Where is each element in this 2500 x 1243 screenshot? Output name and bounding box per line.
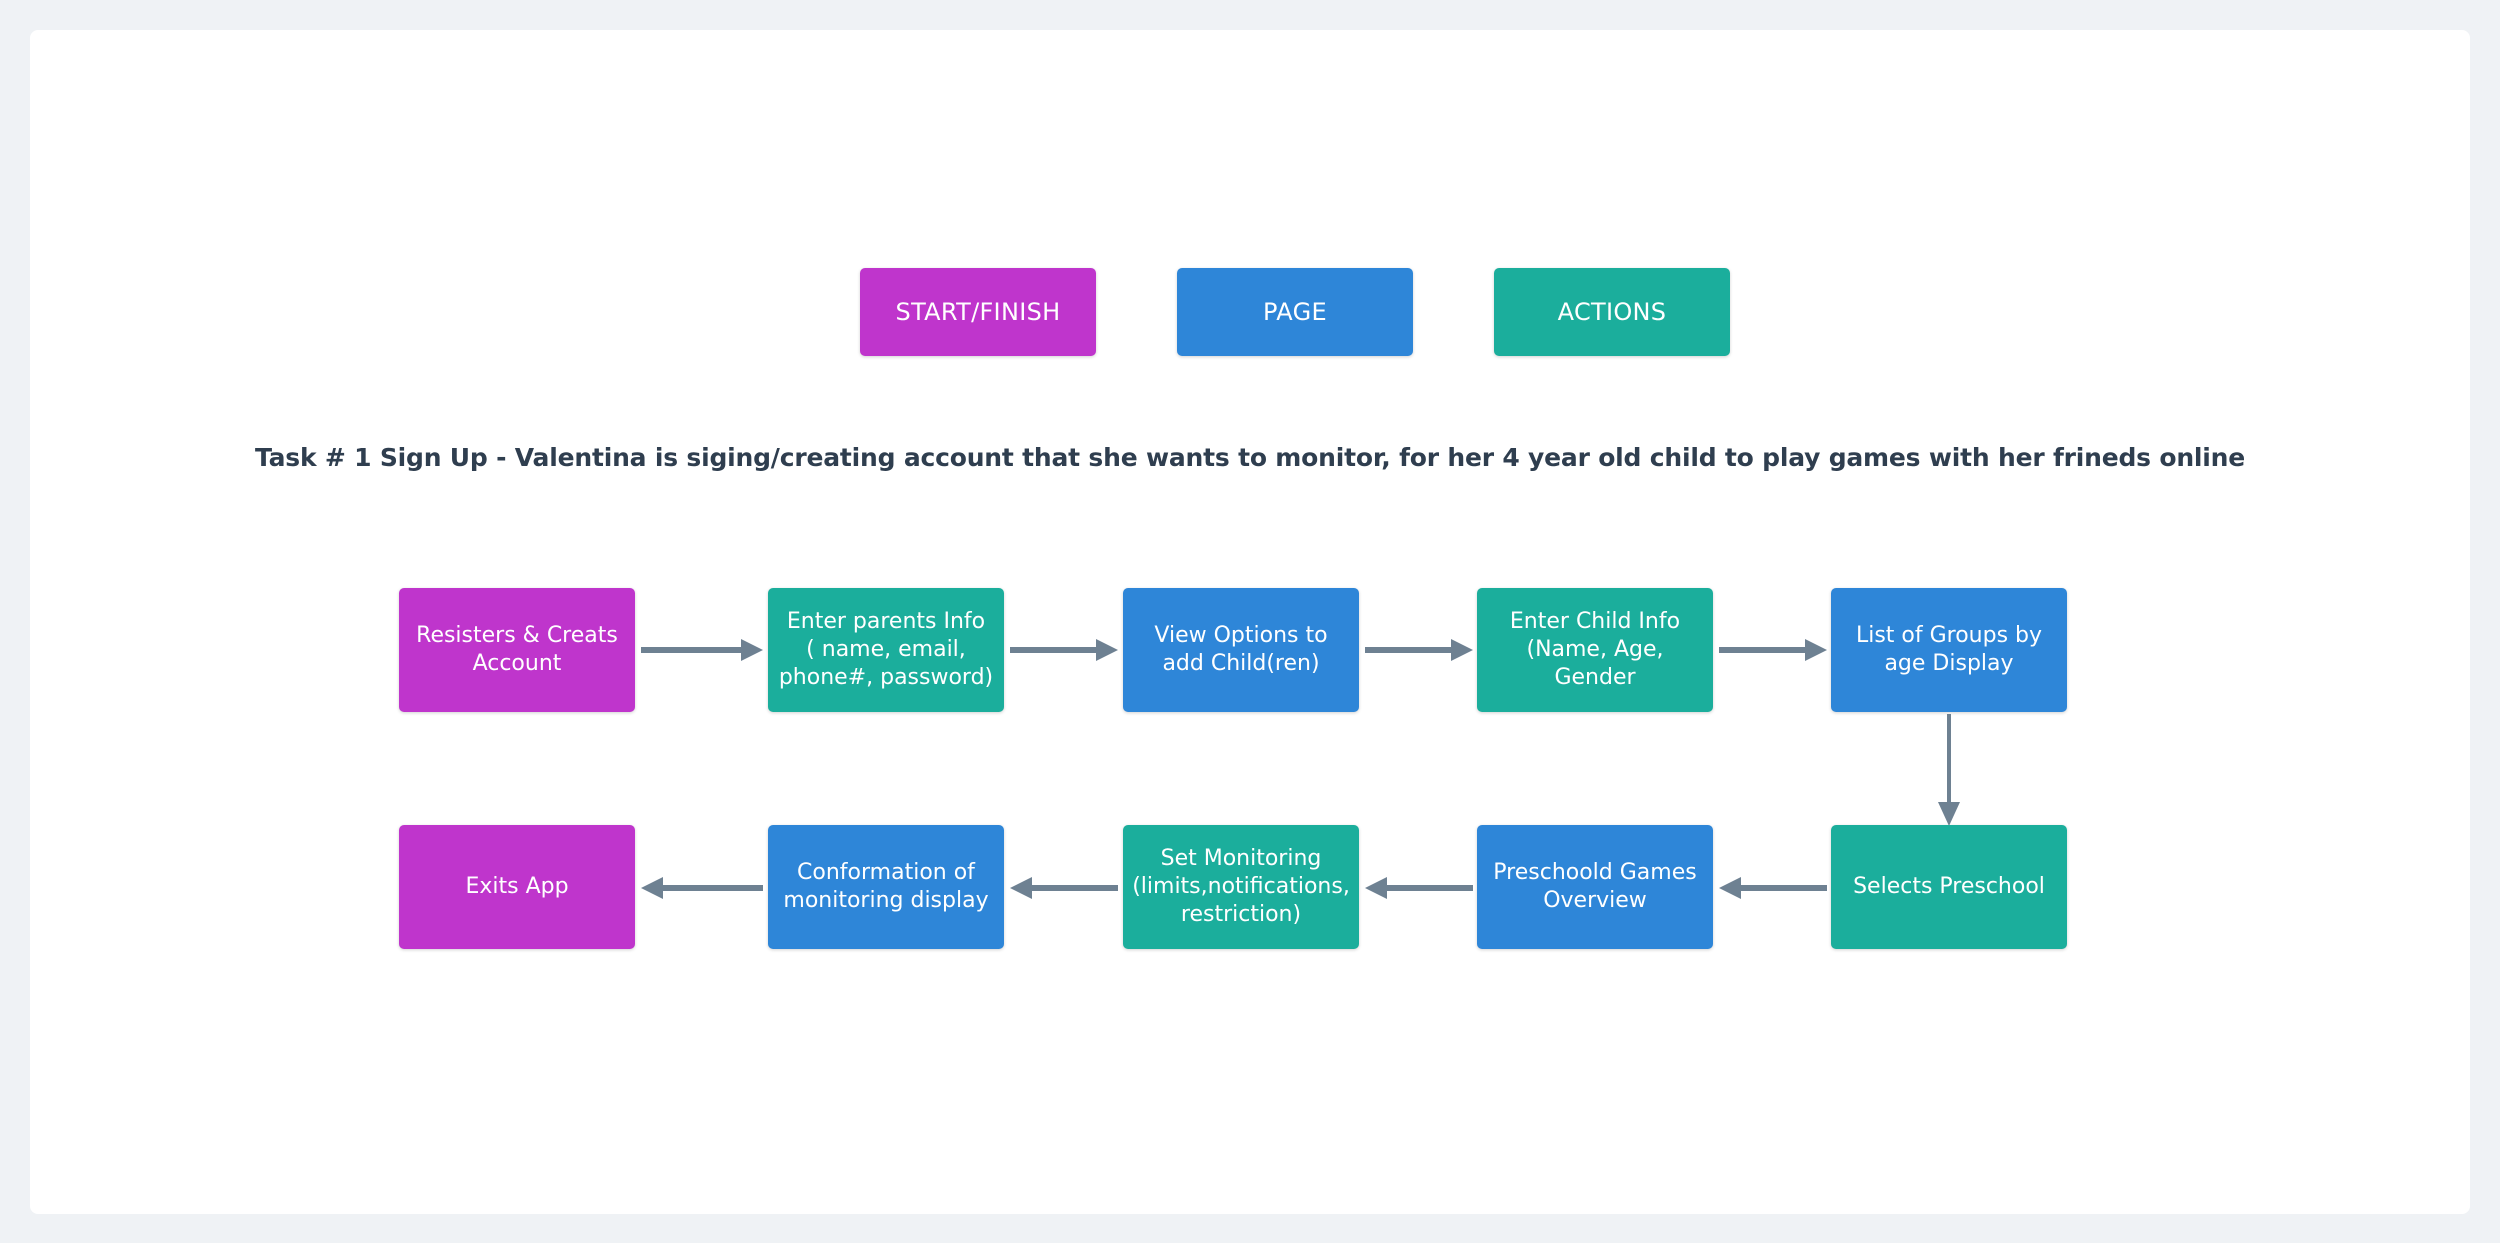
node-label: List of Groups by age Display (1855, 622, 2043, 676)
node-label: Set Monitoring (limits,notifications, re… (1132, 845, 1350, 928)
arrow-right-3 (1365, 635, 1473, 665)
node-label: Exits App (465, 873, 569, 899)
node-preschoold-games-overview[interactable]: Preschoold Games Overview (1477, 825, 1713, 949)
node-label: View Options to add Child(ren) (1154, 622, 1328, 676)
legend-page[interactable]: PAGE (1177, 268, 1413, 356)
flowchart-canvas: START/FINISH PAGE ACTIONS Task # 1 Sign … (30, 30, 2470, 1214)
legend: START/FINISH PAGE ACTIONS (860, 268, 1730, 356)
arrow-left-1 (1719, 873, 1827, 903)
arrow-right-4 (1719, 635, 1827, 665)
node-enter-parents-info[interactable]: Enter parents Info ( name, email, phone#… (768, 588, 1004, 712)
arrow-right-2 (1010, 635, 1118, 665)
node-resisters-creats-account[interactable]: Resisters & Creats Account (399, 588, 635, 712)
node-set-monitoring[interactable]: Set Monitoring (limits,notifications, re… (1123, 825, 1359, 949)
node-exits-app[interactable]: Exits App (399, 825, 635, 949)
arrow-left-4 (641, 873, 763, 903)
node-label: Conformation of monitoring display (783, 859, 989, 913)
node-label: Enter Child Info (Name, Age, Gender (1509, 608, 1681, 691)
node-label: Enter parents Info ( name, email, phone#… (778, 608, 994, 691)
legend-start-finish-label: START/FINISH (895, 298, 1061, 326)
node-selects-preschool[interactable]: Selects Preschool (1831, 825, 2067, 949)
node-conformation-of-monitoring-display[interactable]: Conformation of monitoring display (768, 825, 1004, 949)
node-view-options-add-children[interactable]: View Options to add Child(ren) (1123, 588, 1359, 712)
node-list-of-groups-by-age-display[interactable]: List of Groups by age Display (1831, 588, 2067, 712)
task-title: Task # 1 Sign Up - Valentina is siging/c… (254, 443, 2246, 472)
legend-start-finish[interactable]: START/FINISH (860, 268, 1096, 356)
arrow-left-2 (1365, 873, 1473, 903)
legend-actions-label: ACTIONS (1557, 298, 1667, 326)
legend-page-label: PAGE (1263, 298, 1327, 326)
legend-actions[interactable]: ACTIONS (1494, 268, 1730, 356)
node-label: Preschoold Games Overview (1493, 859, 1697, 913)
arrow-down-connector (1929, 714, 1969, 826)
node-enter-child-info[interactable]: Enter Child Info (Name, Age, Gender (1477, 588, 1713, 712)
node-label: Resisters & Creats Account (416, 622, 618, 676)
arrow-right-1 (641, 635, 763, 665)
node-label: Selects Preschool (1853, 873, 2045, 899)
arrow-left-3 (1010, 873, 1118, 903)
